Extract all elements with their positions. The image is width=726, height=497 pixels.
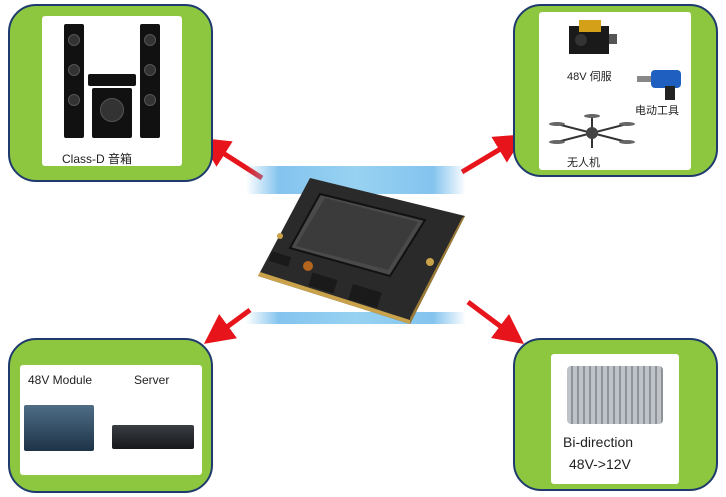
panel-converter-image: Bi-direction 48V->12V (551, 354, 679, 484)
speaker-icon (140, 24, 160, 138)
panel-datacenter: 48V Module Server (8, 338, 213, 493)
speaker-icon (64, 24, 84, 138)
panel-class-d-audio: Class-D 音箱 (8, 4, 213, 182)
panel-class-d-audio-caption: Class-D 音箱 (62, 152, 133, 166)
panel-datacenter-image: 48V Module Server (20, 365, 202, 475)
panel-motor-applications: 48V 伺服 电动工具 无人机 (513, 4, 718, 177)
panel-converter: Bi-direction 48V->12V (513, 338, 718, 491)
dc-dc-converter-icon (567, 366, 663, 424)
drone-caption: 无人机 (567, 157, 600, 169)
power-module-chip-icon (258, 178, 465, 324)
subwoofer-icon (92, 88, 132, 138)
drone-icon (549, 114, 635, 148)
server-caption: Server (134, 373, 170, 387)
arrow-to-converter (466, 300, 524, 344)
arrow-to-motor (460, 134, 525, 175)
converter-caption-line2: 48V->12V (569, 456, 631, 472)
converter-caption-line1: Bi-direction (563, 434, 634, 450)
panel-class-d-audio-image: Class-D 音箱 (42, 16, 182, 166)
arrow-to-server (203, 307, 252, 344)
power-tool-caption: 电动工具 (635, 105, 679, 117)
panel-motor-applications-image: 48V 伺服 电动工具 无人机 (539, 12, 691, 170)
center-speaker-icon (88, 74, 136, 86)
servo-caption: 48V 伺服 (567, 71, 612, 83)
datacenter-icon (24, 405, 94, 451)
power-tool-icon (637, 70, 681, 100)
module-caption: 48V Module (28, 373, 93, 387)
rack-server-icon (112, 425, 194, 449)
servo-motor-icon (569, 20, 617, 54)
